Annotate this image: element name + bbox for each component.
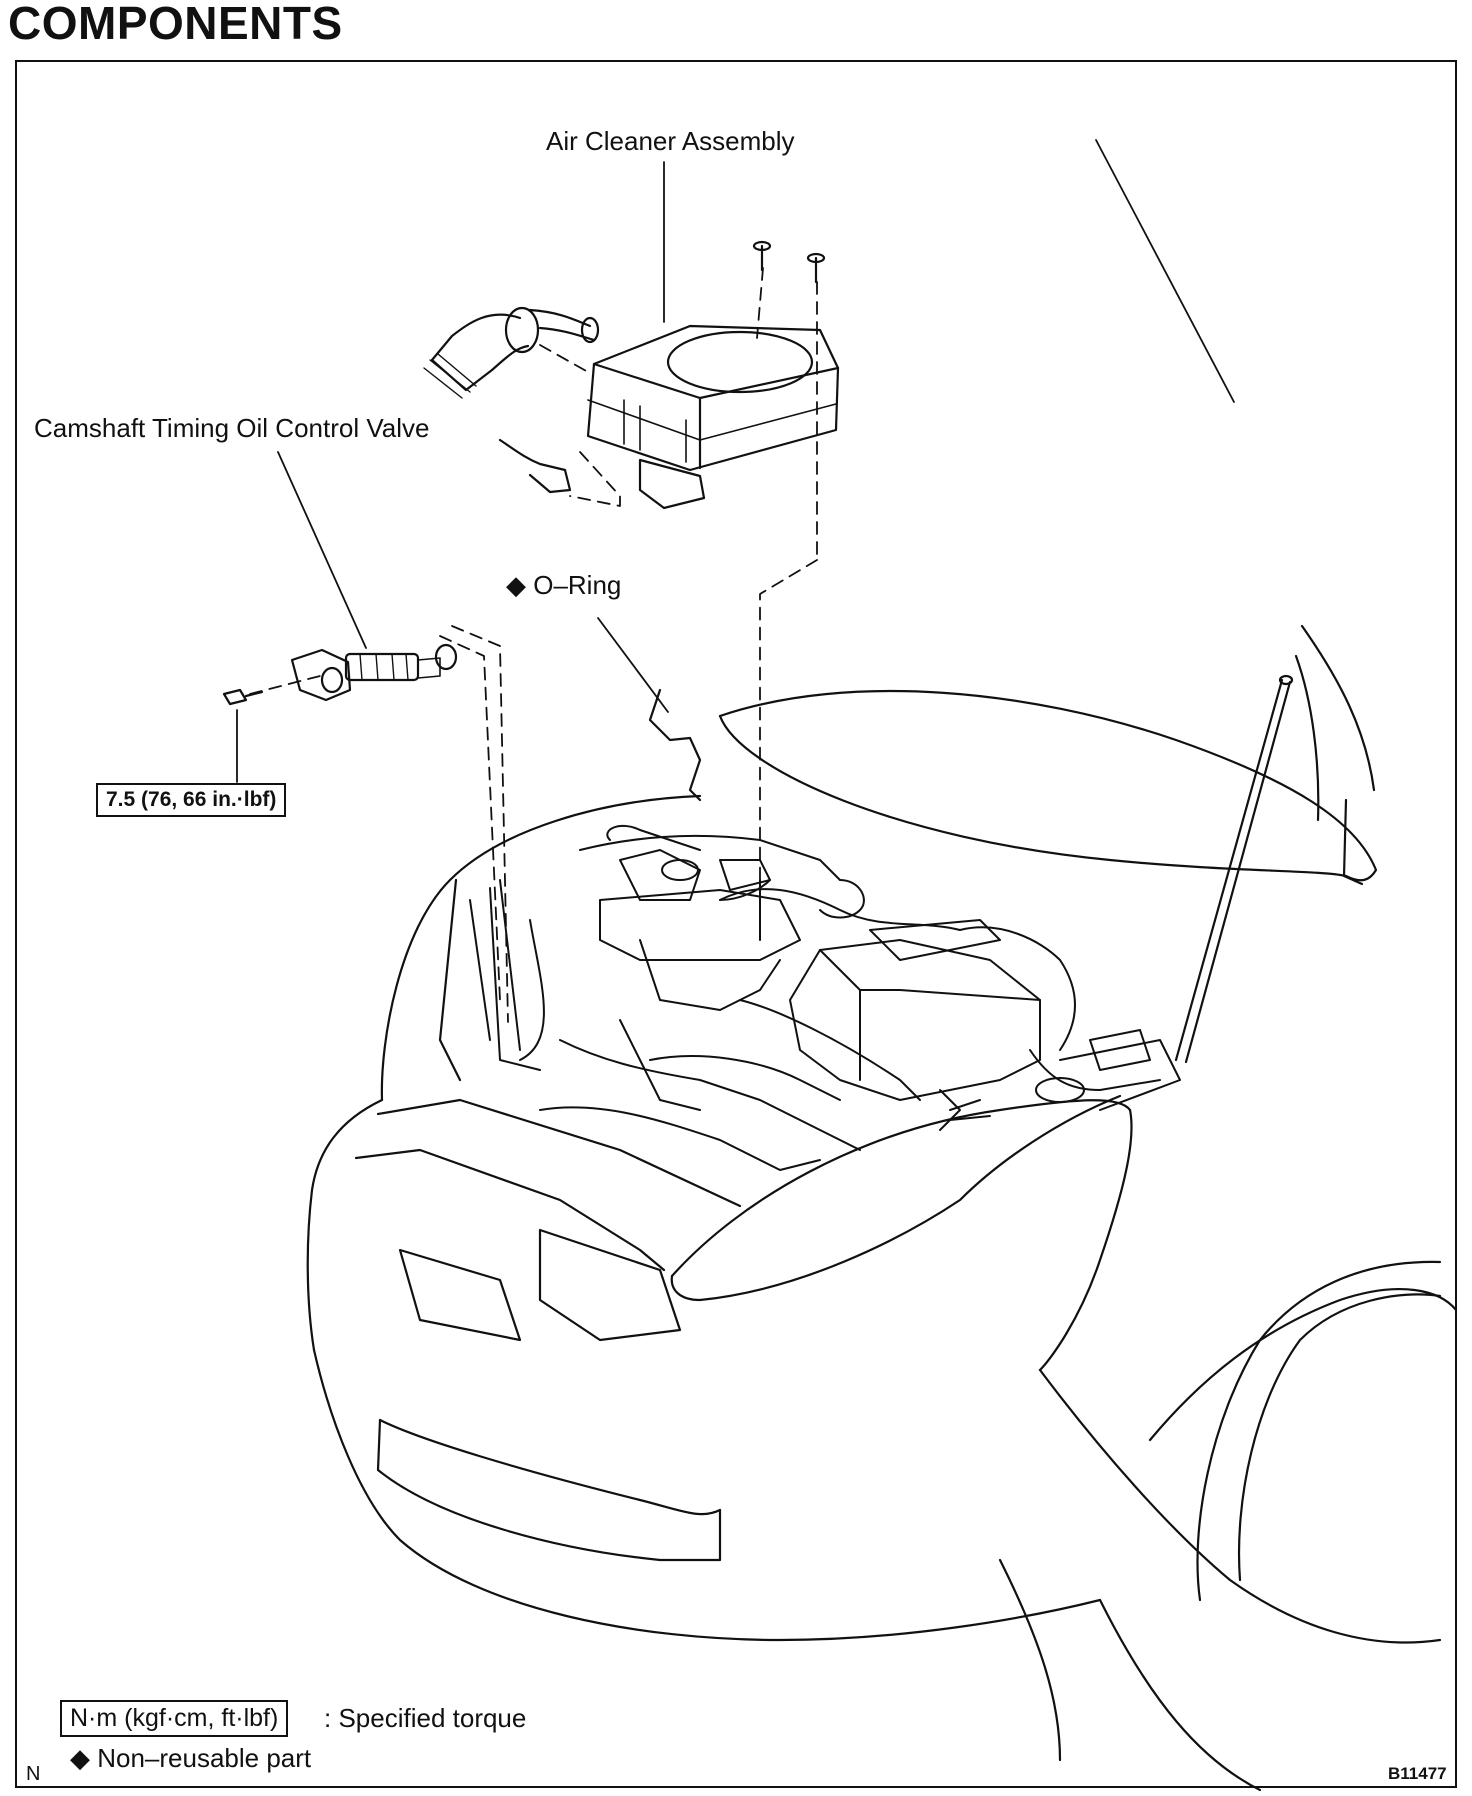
label-air-cleaner-assembly: Air Cleaner Assembly: [546, 126, 795, 156]
page-title: COMPONENTS: [8, 0, 343, 49]
hood: [648, 624, 1378, 1064]
air-cleaner-assembly: [423, 240, 840, 510]
oil-control-valve-part: [222, 643, 458, 706]
assembly-dashed-lines: [249, 267, 818, 1023]
footer-left-code: N: [26, 1763, 41, 1785]
label-oil-control-valve: Camshaft Timing Oil Control Valve: [34, 413, 430, 443]
legend-torque-description: : Specified torque: [324, 1703, 527, 1733]
legend-non-reusable: ◆ Non–reusable part: [70, 1743, 312, 1773]
label-o-ring: ◆ O–Ring: [506, 570, 622, 600]
leader-lines: [236, 139, 1235, 783]
car-body: [306, 794, 1458, 1792]
torque-value-box: 7.5 (76, 66 in.·lbf): [96, 783, 287, 817]
legend-torque-unit: N·m (kgf·cm, ft·lbf): [60, 1700, 289, 1737]
engine-compartment: [469, 824, 1181, 1171]
diagram-frame: [15, 60, 1457, 1788]
figure-id: B11477: [1388, 1764, 1447, 1783]
